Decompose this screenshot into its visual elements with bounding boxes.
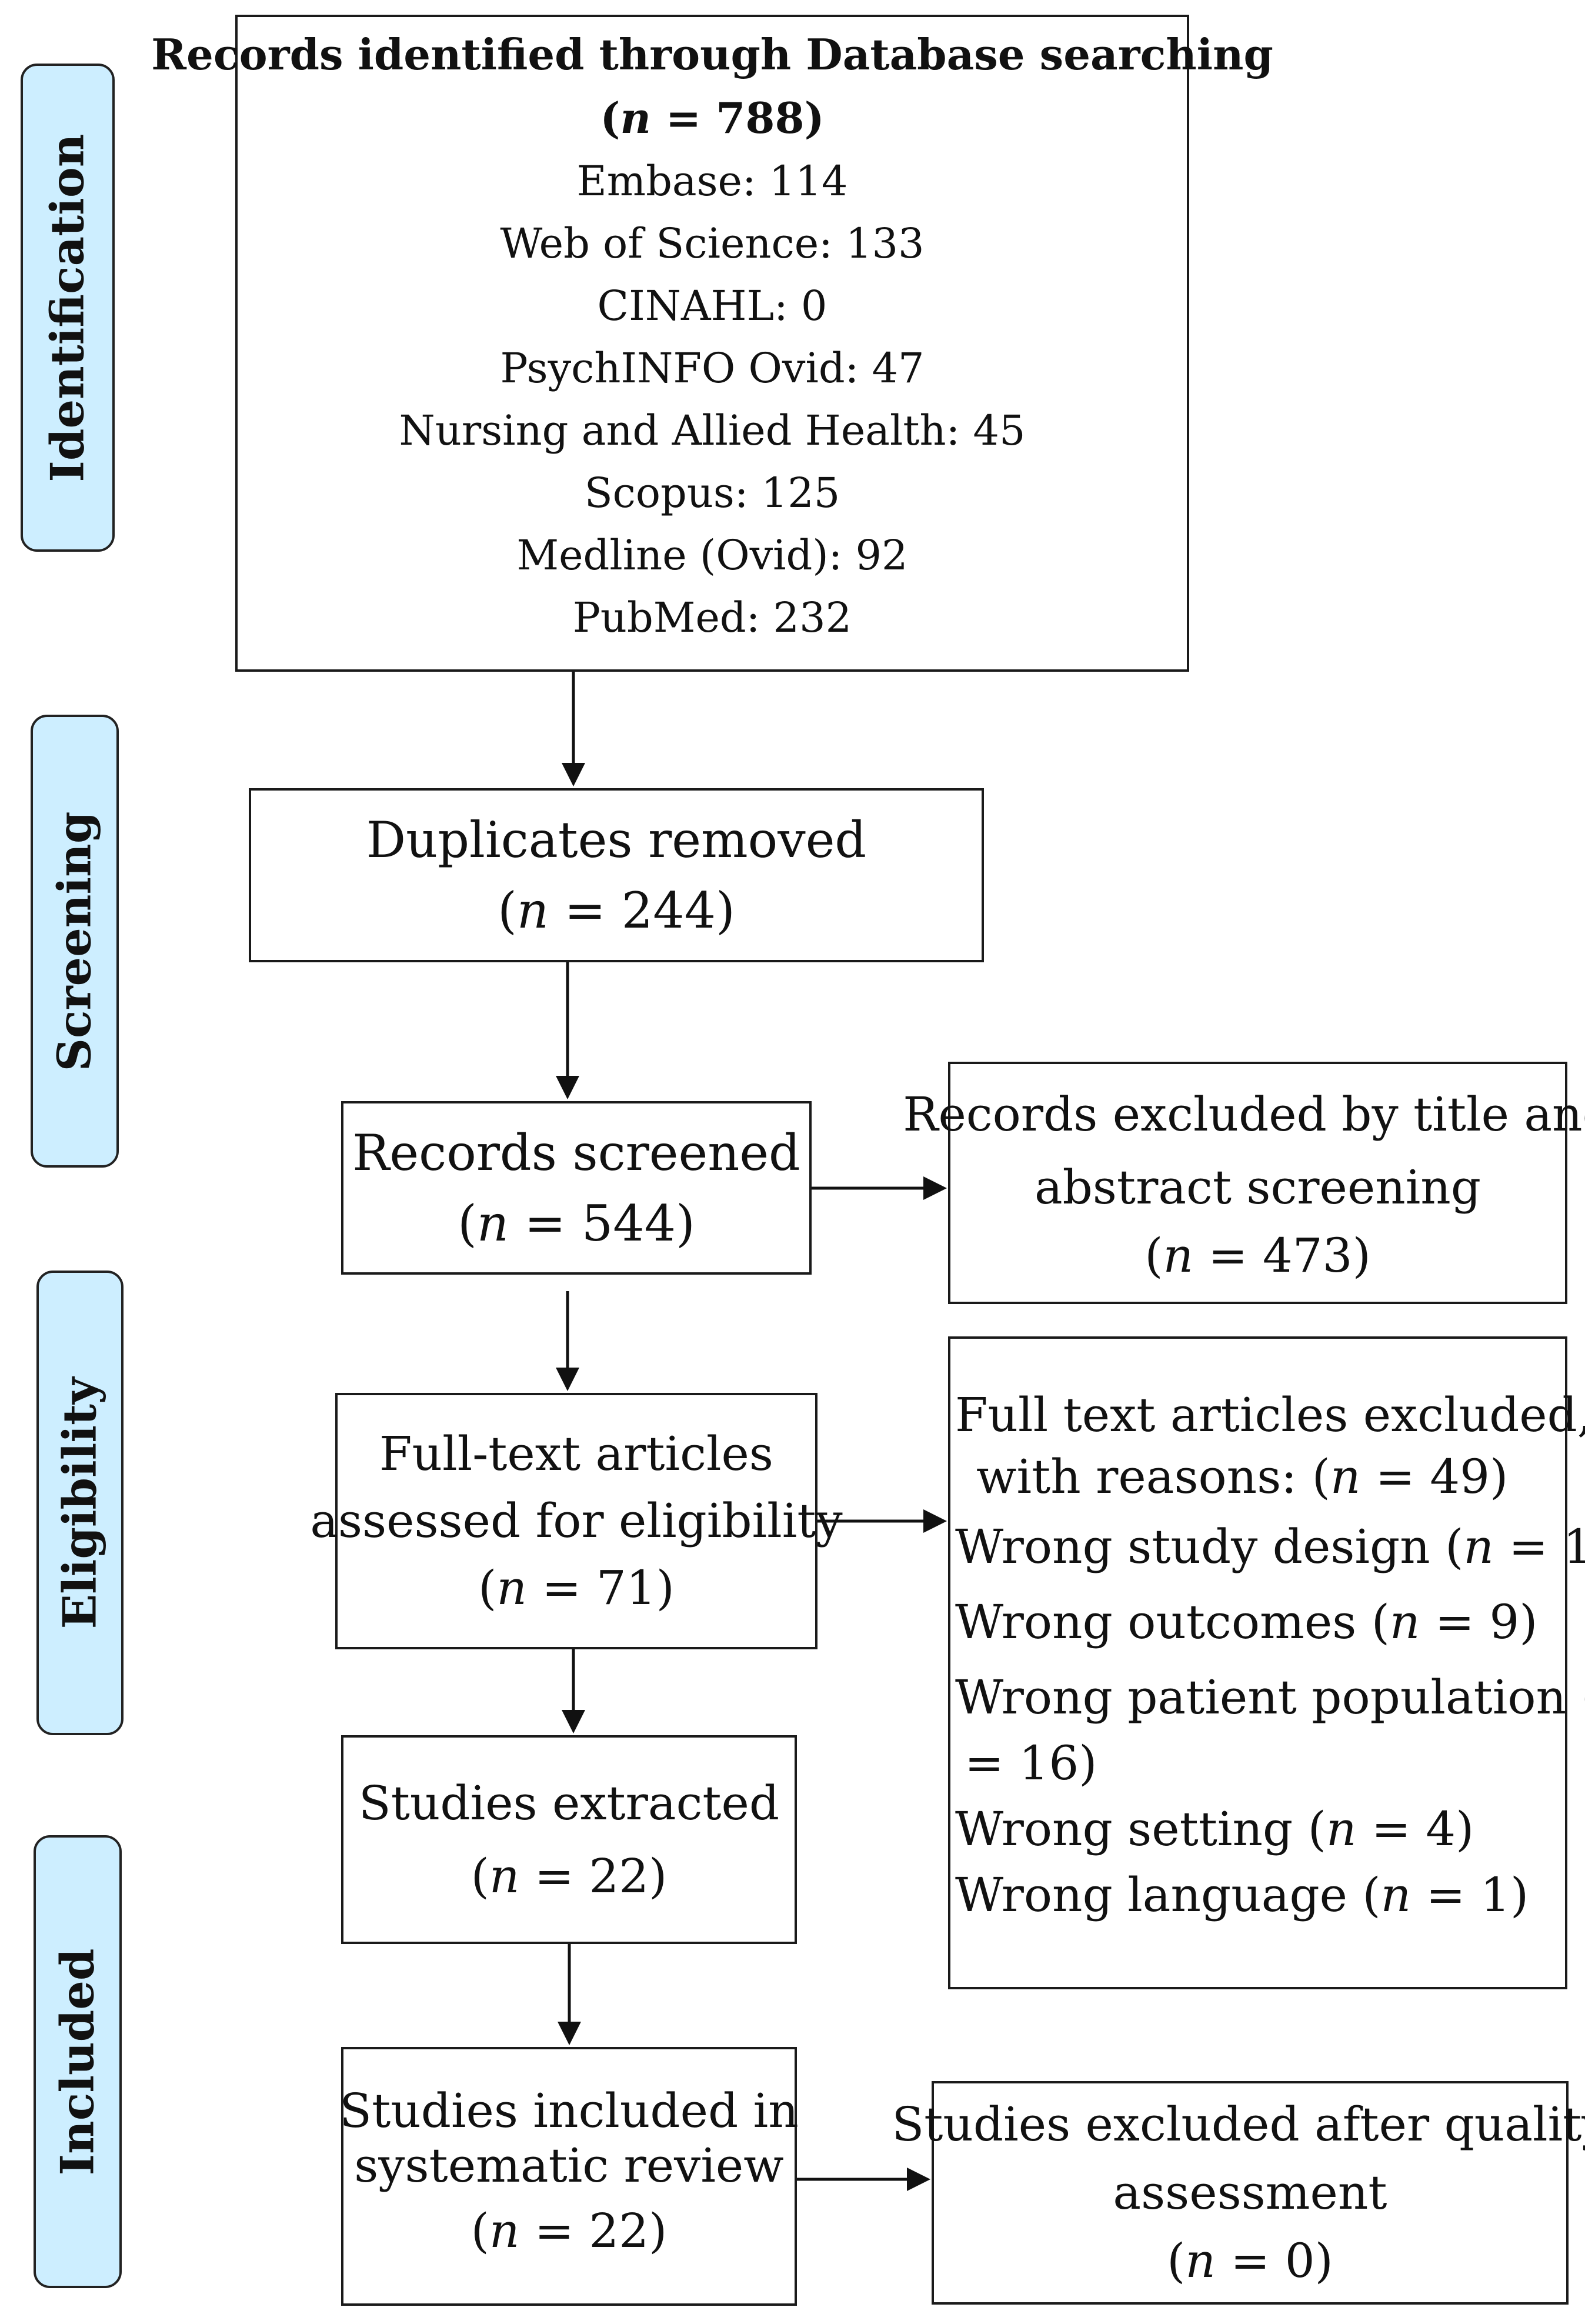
- n-symbol: n: [1326, 1802, 1357, 1856]
- fulltext-excluded-box: Full text articles excluded, with reason…: [948, 1336, 1585, 1989]
- reason-patient-population-cont: = 16): [955, 1735, 1097, 1792]
- reason-language: Wrong language (n = 1): [955, 1867, 1529, 1923]
- reason-text: Wrong outcomes (: [955, 1595, 1390, 1649]
- fulltext-box: Full-text articles assessed for eligibil…: [310, 1393, 843, 1649]
- reasons-prefix: with reasons: (: [976, 1449, 1330, 1504]
- duplicates-count: (n = 244): [498, 882, 735, 939]
- reason-count: = 4): [1356, 1802, 1474, 1856]
- identification-count: (n = 788): [600, 93, 825, 143]
- identification-n-value: 788: [716, 93, 805, 143]
- source-psychinfo: PsychINFO Ovid: 47: [500, 344, 925, 392]
- reason-patient-population: Wrong patient population (n: [955, 1660, 1585, 1735]
- screened-n-value: 544: [581, 1194, 676, 1252]
- fulltext-excluded-line2: with reasons: (n = 49): [955, 1445, 1508, 1509]
- fulltext-line2: assessed for eligibility: [310, 1493, 843, 1548]
- stage-screening: Screening: [31, 715, 119, 1168]
- n-symbol: n: [1380, 1868, 1412, 1922]
- excluded-title-n-value: 473: [1262, 1228, 1353, 1283]
- excluded-title-box: Records excluded by title and abstract s…: [903, 1062, 1585, 1304]
- identification-title: Records identified through Database sear…: [151, 29, 1273, 79]
- source-scopus: Scopus: 125: [584, 469, 840, 517]
- fulltext-line1: Full-text articles: [379, 1426, 773, 1481]
- n-symbol: n: [1330, 1449, 1361, 1504]
- duplicates-box: Duplicates removed (n = 244): [249, 788, 984, 962]
- source-embase: Embase: 114: [576, 157, 848, 205]
- screened-label: Records screened: [352, 1123, 800, 1182]
- stage-identification: Identification: [21, 64, 115, 552]
- reason-text: Wrong setting (: [955, 1802, 1326, 1856]
- reason-study-design: Wrong study design (n = 19): [955, 1509, 1585, 1585]
- extracted-box: Studies extracted (n = 22): [341, 1735, 797, 1944]
- stage-included: Included: [34, 1835, 122, 2288]
- source-pubmed: PubMed: 232: [572, 593, 852, 642]
- included-count: (n = 22): [471, 2203, 668, 2258]
- excluded-title-line1: Records excluded by title and: [903, 1087, 1585, 1142]
- extracted-n-value: 22: [589, 1848, 649, 1903]
- fulltext-excluded-line1: Full text articles excluded,: [955, 1388, 1585, 1442]
- quality-excluded-box: Studies excluded after quality assessmen…: [892, 2081, 1585, 2305]
- n-symbol: n: [1463, 1519, 1494, 1574]
- reason-count: = 1): [1411, 1868, 1529, 1922]
- extracted-label: Studies extracted: [358, 1775, 780, 1830]
- reason-text: Wrong language (: [955, 1868, 1381, 1922]
- reason-count: = 19): [1509, 1519, 1585, 1574]
- n-symbol: n: [516, 882, 549, 939]
- extracted-count: (n = 22): [471, 1848, 668, 1903]
- identification-box: Records identified through Database sear…: [151, 15, 1273, 672]
- fulltext-n-value: 71: [596, 1561, 656, 1615]
- reason-count: = 16): [965, 1736, 1097, 1790]
- source-medline: Medline (Ovid): 92: [516, 531, 908, 579]
- n-symbol: n: [476, 1194, 509, 1252]
- n-symbol: n: [489, 2203, 520, 2258]
- reason-text: Wrong patient population (: [955, 1670, 1585, 1725]
- reason-setting: Wrong setting (n = 4): [955, 1792, 1474, 1867]
- source-web-of-science: Web of Science: 133: [500, 219, 925, 268]
- included-n-value: 22: [589, 2203, 649, 2258]
- quality-excluded-count: (n = 0): [1167, 2233, 1333, 2288]
- reason-text: Wrong study design (: [955, 1519, 1464, 1574]
- included-box: Studies included in systematic review (n…: [339, 2047, 799, 2306]
- reasons-total: = 49): [1360, 1449, 1509, 1504]
- fulltext-count: (n = 71): [478, 1561, 675, 1615]
- excluded-title-line2: abstract screening: [1034, 1160, 1481, 1215]
- included-line2: systematic review: [354, 2138, 784, 2193]
- quality-excluded-line1: Studies excluded after quality: [892, 2097, 1585, 2152]
- quality-excluded-n-value: 0: [1284, 2233, 1315, 2288]
- screened-count: (n = 544): [458, 1194, 695, 1252]
- source-cinahl: CINAHL: 0: [597, 282, 827, 330]
- n-symbol: n: [1163, 1228, 1193, 1283]
- n-symbol: n: [620, 93, 651, 143]
- n-symbol: n: [489, 1848, 520, 1903]
- quality-excluded-line2: assessment: [1113, 2165, 1387, 2220]
- n-symbol: n: [496, 1561, 527, 1615]
- excluded-title-count: (n = 473): [1144, 1228, 1371, 1283]
- reason-count: = 9): [1420, 1595, 1538, 1649]
- included-line1: Studies included in: [339, 2083, 799, 2138]
- reason-outcomes: Wrong outcomes (n = 9): [955, 1585, 1537, 1660]
- n-symbol: n: [1389, 1595, 1420, 1649]
- source-nursing-allied-health: Nursing and Allied Health: 45: [399, 406, 1026, 455]
- screened-box: Records screened (n = 544): [341, 1101, 812, 1275]
- duplicates-n-value: 244: [621, 882, 716, 939]
- stage-eligibility: Eligibility: [36, 1271, 124, 1735]
- n-symbol: n: [1185, 2233, 1216, 2288]
- duplicates-label: Duplicates removed: [366, 811, 867, 869]
